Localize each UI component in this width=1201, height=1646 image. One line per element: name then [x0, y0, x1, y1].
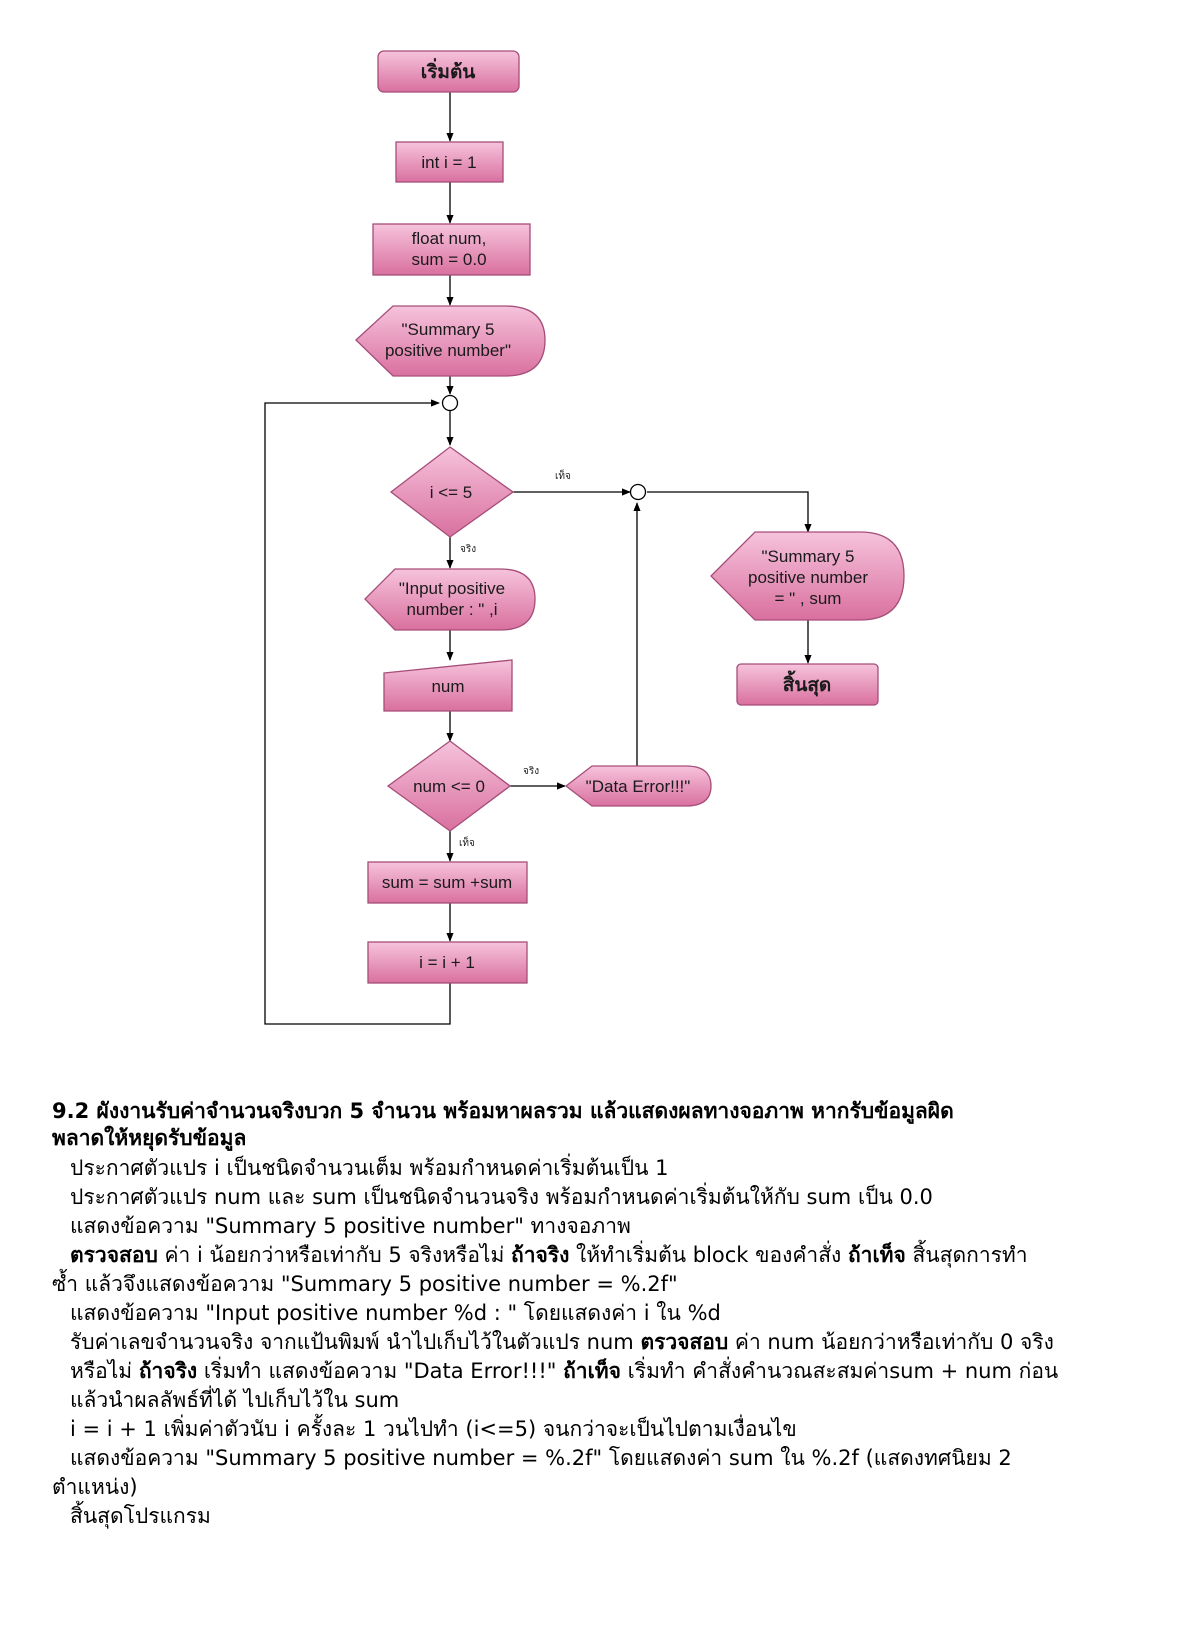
start-terminal	[377, 50, 520, 93]
desc-line-4-part-2: ให้ทำเริ่มต้น block ของคำสั่ง	[569, 1243, 848, 1267]
init-num-label-1: float num,	[412, 229, 487, 248]
desc-line-8: หรือไม่ ถ้าจริง เริ่มทำ แสดงข้อความ "Dat…	[52, 1357, 1162, 1386]
check-true-label: จริง	[523, 766, 539, 777]
loop-condition-label: i <= 5	[430, 483, 473, 502]
desc-line-4-part-1: ค่า i น้อยกว่าหรือเท่ากับ 5 จริงหรือไม่	[157, 1243, 512, 1267]
keyword-if-false-2: ถ้าเท็จ	[563, 1359, 621, 1383]
result-label-3: = " , sum	[775, 589, 842, 608]
edge-junction2-to-result	[647, 491, 812, 533]
keyword-check-2: ตรวจสอบ	[640, 1330, 729, 1354]
desc-line-9: แล้วนำผลลัพธ์ที่ได้ ไปเก็บไว้ใน sum	[70, 1388, 400, 1412]
keyword-if-true-2: ถ้าจริง	[138, 1359, 198, 1383]
result-label-1: "Summary 5	[762, 547, 855, 566]
section-heading: 9.2 ผังงานรับค่าจำนวนจริงบวก 5 จำนวน พร้…	[52, 1098, 1162, 1152]
desc-line-3: แสดงข้อความ "Summary 5 positive number" …	[70, 1214, 631, 1238]
prompt-label-2: number : " ,i	[406, 600, 497, 619]
heading-line-2: พลาดให้หยุดรับข้อมูล	[52, 1126, 247, 1150]
desc-line-11: แสดงข้อความ "Summary 5 positive number =…	[70, 1446, 1012, 1470]
desc-line-4-part-3: สิ้นสุดการทำ	[905, 1243, 1028, 1267]
desc-line-12: ตำแหน่ง)	[52, 1475, 138, 1499]
desc-line-7-part-2: ค่า num น้อยกว่าหรือเท่ากับ 0 จริง	[728, 1330, 1054, 1354]
heading-line-1: 9.2 ผังงานรับค่าจำนวนจริงบวก 5 จำนวน พร้…	[52, 1099, 954, 1123]
accumulate-label: sum = sum +sum	[382, 873, 512, 892]
loop-decision	[389, 446, 515, 538]
increment-process	[367, 941, 528, 984]
result-display-shape	[710, 531, 905, 621]
prompt-display-shape	[364, 568, 536, 631]
flowchart: เริ่มต้น int i = 1 float num, sum = 0.0 …	[264, 50, 905, 1025]
desc-line-5: ซ้ำ แล้วจึงแสดงข้อความ "Summary 5 positi…	[52, 1272, 678, 1296]
end-terminal	[736, 663, 879, 706]
loop-false-label: เท็จ	[555, 468, 571, 482]
init-i-label: int i = 1	[421, 153, 476, 172]
loop-true-label: จริง	[460, 544, 476, 555]
desc-line-2: ประกาศตัวแปร num และ sum เป็นชนิดจำนวนจร…	[70, 1185, 933, 1209]
desc-line-8-part-2: เริ่มทำ แสดงข้อความ "Data Error!!!"	[197, 1359, 564, 1383]
exit-junction	[629, 483, 647, 501]
end-label: สิ้นสุด	[783, 670, 832, 697]
keyword-if-true: ถ้าจริง	[511, 1243, 570, 1267]
desc-line-7-part-1: รับค่าเลขจำนวนจริง จากแป้นพิมพ์ นำไปเก็บ…	[70, 1330, 641, 1354]
start-label: เริ่มต้น	[421, 58, 476, 83]
init-i-process	[395, 141, 504, 183]
input-num-shape	[383, 659, 513, 712]
check-false-label: เท็จ	[459, 835, 475, 849]
init-num-label-2: sum = 0.0	[411, 250, 486, 269]
display-title-label-2: positive number"	[385, 341, 511, 360]
display-title-label-1: "Summary 5	[402, 320, 495, 339]
loop-junction	[441, 394, 459, 412]
keyword-check: ตรวจสอบ	[70, 1243, 158, 1267]
error-display-shape	[564, 765, 712, 807]
desc-line-8-part-3: เริ่มทำ คำสั่งคำนวณสะสมค่าsum + num ก่อน	[620, 1359, 1059, 1383]
desc-line-4: ตรวจสอบ ค่า i น้อยกว่าหรือเท่ากับ 5 จริง…	[52, 1241, 1162, 1270]
increment-label: i = i + 1	[419, 953, 475, 972]
result-label-2: positive number	[748, 568, 868, 587]
init-num-process	[372, 223, 531, 276]
desc-line-6: แสดงข้อความ "Input positive number %d : …	[70, 1301, 721, 1325]
desc-line-8-part-1: หรือไม่	[70, 1359, 139, 1383]
prompt-label-1: "Input positive	[399, 579, 505, 598]
display-title-shape	[355, 305, 546, 377]
input-num-label: num	[431, 677, 464, 696]
connectors	[264, 92, 812, 1025]
accumulate-process	[367, 861, 528, 904]
desc-line-10: i = i + 1 เพิ่มค่าตัวนับ i ครั้งละ 1 วนไ…	[70, 1417, 797, 1441]
desc-line-1: ประกาศตัวแปร i เป็นชนิดจำนวนเต็ม พร้อมกำ…	[70, 1156, 669, 1180]
edge-loop-back	[264, 399, 451, 1025]
desc-line-7: รับค่าเลขจำนวนจริง จากแป้นพิมพ์ นำไปเก็บ…	[52, 1328, 1162, 1357]
check-decision	[386, 740, 512, 832]
description: 9.2 ผังงานรับค่าจำนวนจริงบวก 5 จำนวน พร้…	[52, 1098, 1162, 1531]
check-condition-label: num <= 0	[413, 777, 485, 796]
error-label: "Data Error!!!"	[586, 777, 691, 796]
desc-line-13: สิ้นสุดโปรแกรม	[70, 1504, 211, 1528]
keyword-if-false: ถ้าเท็จ	[847, 1243, 906, 1267]
